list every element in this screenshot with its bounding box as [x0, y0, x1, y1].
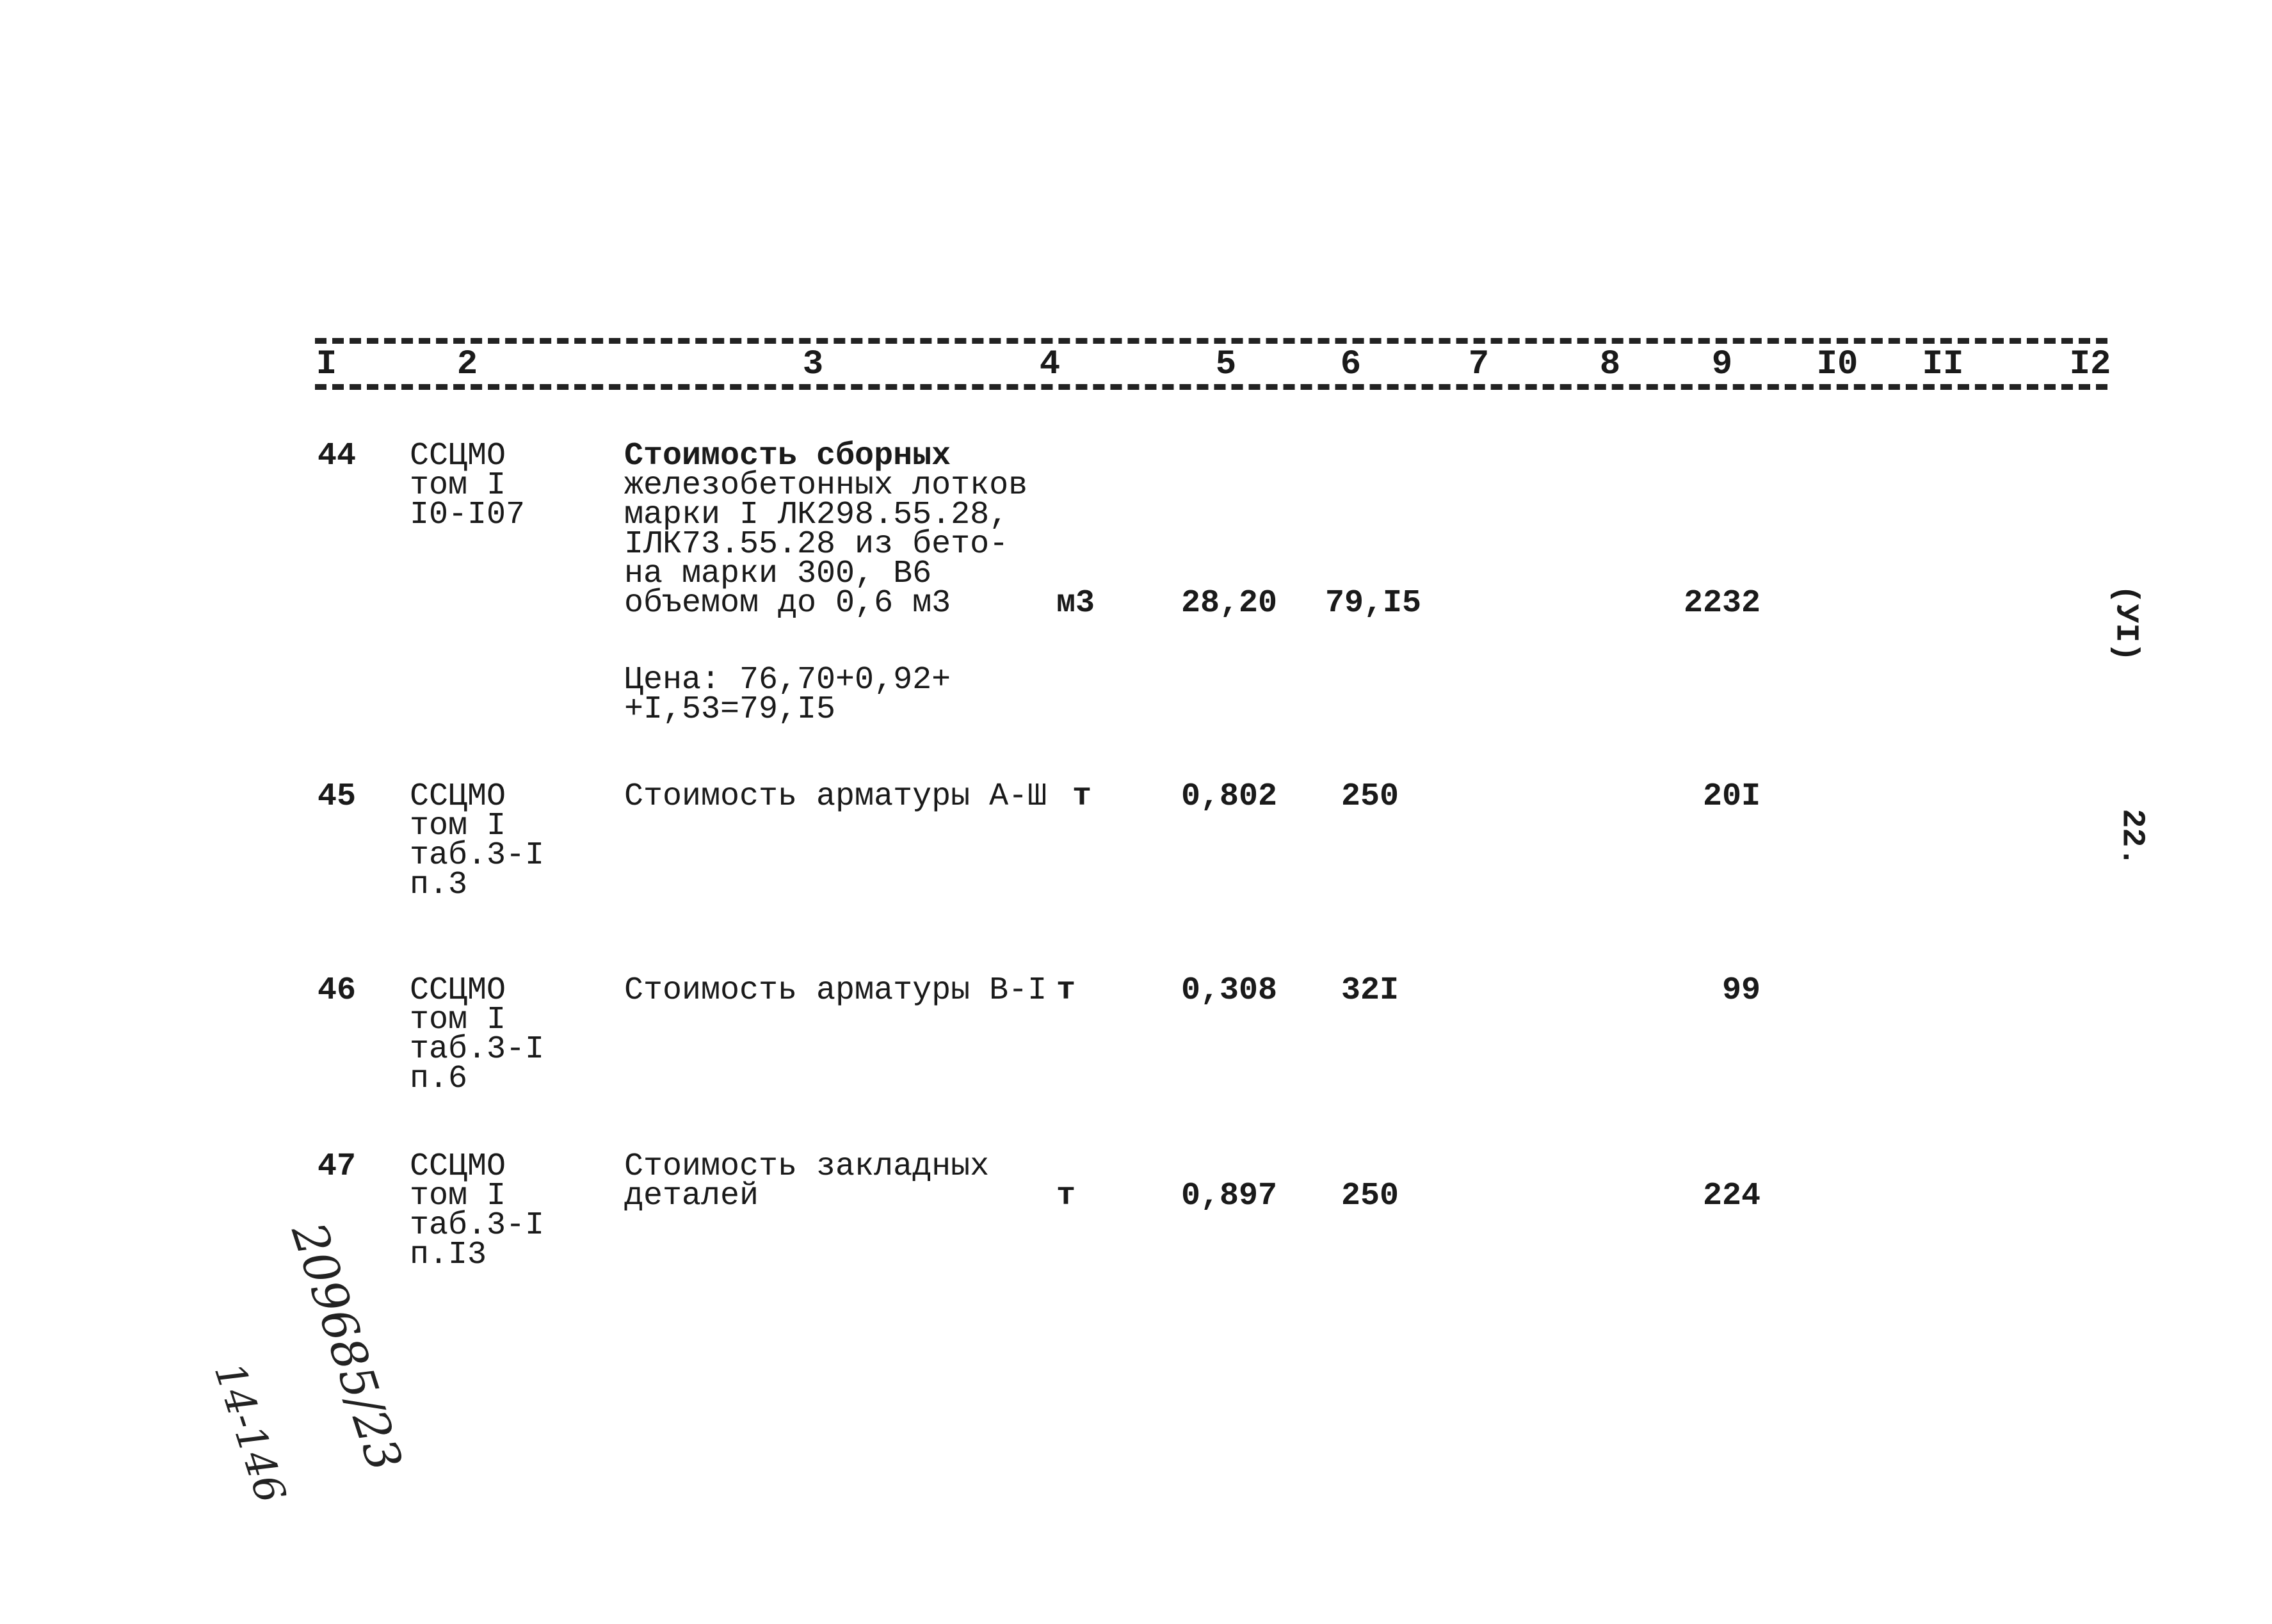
row-number: 44	[318, 438, 357, 474]
reference-line: п.3	[410, 867, 468, 903]
total-cell: 2232	[1683, 585, 1760, 622]
column-number: 7	[1468, 345, 1490, 384]
description-line: Стоимость арматуры А-Ш	[624, 778, 1047, 815]
header-top-rule	[315, 338, 2107, 344]
reference-line: ССЦМО	[410, 438, 506, 474]
row-number: 47	[318, 1148, 357, 1185]
quantity-cell: 0,802	[1181, 778, 1278, 815]
total-cell: 224	[1702, 1178, 1760, 1214]
column-number: 3	[802, 345, 824, 384]
reference-line: п.6	[410, 1061, 468, 1097]
reference-line: том I	[410, 1002, 506, 1038]
unit-cell: м3	[1056, 585, 1095, 622]
price-cell: 250	[1341, 1178, 1399, 1214]
column-number: 2	[456, 345, 478, 384]
price-note-line: +I,53=79,I5	[624, 691, 836, 728]
quantity-cell: 0,308	[1181, 972, 1278, 1009]
column-number: I2	[2069, 345, 2111, 384]
column-number: 8	[1599, 345, 1621, 384]
unit-cell: т	[1072, 778, 1092, 815]
reference-line: ССЦМО	[410, 778, 506, 815]
unit-cell: т	[1056, 972, 1076, 1009]
reference-line: таб.3-I	[410, 1031, 545, 1068]
reference-line: таб.3-I	[410, 1207, 545, 1244]
description-line: Стоимость сборных	[624, 438, 951, 474]
description-line: на марки 300, В6	[624, 556, 932, 592]
description-line: Стоимость закладных	[624, 1148, 990, 1185]
description-line: железобетонных лотков	[624, 467, 1028, 504]
price-cell: 250	[1341, 778, 1399, 815]
description-line: IЛК73.55.28 из бето-	[624, 526, 1009, 563]
page-number: 22.	[2113, 808, 2150, 867]
reference-line: ССЦМО	[410, 972, 506, 1009]
price-note-line: Цена: 76,70+0,92+	[624, 662, 951, 698]
description-line: объемом до 0,6 м3	[624, 585, 951, 622]
column-number: 9	[1711, 345, 1733, 384]
total-cell: 20I	[1702, 778, 1760, 815]
reference-line: таб.3-I	[410, 837, 545, 874]
column-number: I0	[1816, 345, 1858, 384]
description-line: Стоимость арматуры В-I	[624, 972, 1047, 1009]
description-line: марки I ЛК298.55.28,	[624, 497, 1009, 533]
handwritten-note: 14-146	[204, 1357, 294, 1509]
reference-line: I0-I07	[410, 497, 526, 533]
price-cell: 79,I5	[1325, 585, 1422, 622]
description-line: деталей	[624, 1178, 759, 1214]
row-number: 45	[318, 778, 357, 815]
price-cell: 32I	[1341, 972, 1399, 1009]
reference-line: том I	[410, 1178, 506, 1214]
quantity-cell: 28,20	[1181, 585, 1278, 622]
column-number: 6	[1340, 345, 1362, 384]
column-number: 4	[1039, 345, 1061, 384]
reference-line: ССЦМО	[410, 1148, 506, 1185]
sheet-code-label: (УI)	[2107, 584, 2144, 662]
column-number: II	[1922, 345, 1964, 384]
reference-line: п.I3	[410, 1237, 487, 1273]
column-number: 5	[1215, 345, 1237, 384]
row-number: 46	[318, 972, 357, 1009]
handwritten-note: 209685/23	[280, 1216, 413, 1478]
quantity-cell: 0,897	[1181, 1178, 1278, 1214]
reference-line: том I	[410, 467, 506, 504]
column-number: I	[316, 345, 337, 384]
unit-cell: т	[1056, 1178, 1076, 1214]
total-cell: 99	[1721, 972, 1760, 1009]
reference-line: том I	[410, 808, 506, 844]
header-bottom-rule	[315, 384, 2107, 390]
